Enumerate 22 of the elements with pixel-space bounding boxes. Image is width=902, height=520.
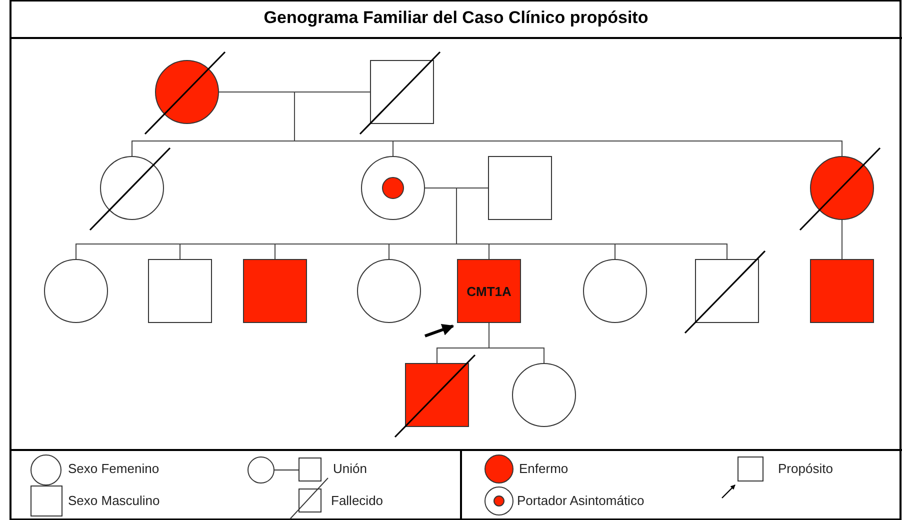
male-square xyxy=(370,60,434,124)
legend-label: Fallecido xyxy=(331,493,384,508)
proband-arrow xyxy=(424,324,454,338)
affected-male-square xyxy=(457,259,521,323)
legend-label: Portador Asintomático xyxy=(517,493,644,508)
female-circle xyxy=(100,156,164,220)
affected-male-square xyxy=(810,259,874,323)
male-square xyxy=(488,156,552,220)
pedigree-line xyxy=(488,322,544,364)
male-square xyxy=(148,259,212,323)
legend-label: Sexo Masculino xyxy=(68,493,160,508)
legend-label: Sexo Femenino xyxy=(68,461,160,476)
legend-label: Unión xyxy=(333,461,367,476)
affected-male-square xyxy=(243,259,307,323)
legend-label: Propósito xyxy=(778,461,833,476)
affected-male-square xyxy=(405,363,469,427)
affected-female-circle xyxy=(155,60,219,124)
legend-label: Enfermo xyxy=(519,461,568,476)
diagram-title: Genograma Familiar del Caso Clínico propósito xyxy=(262,8,650,28)
affected-female-circle xyxy=(810,156,874,220)
node-label: CMT1A xyxy=(466,284,512,298)
male-square xyxy=(695,259,759,323)
